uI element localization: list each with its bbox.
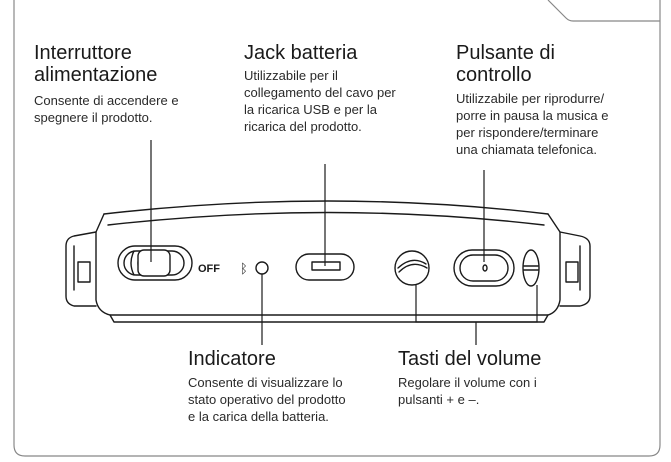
power-switch-slot <box>117 245 193 281</box>
volume-keys-desc: Regolare il volume con i pulsanti + e –. <box>398 375 537 407</box>
bluetooth-icon: ᛒ <box>240 262 248 277</box>
leader-volume <box>415 285 538 323</box>
indicator-desc: Consente di visualizzare lo stato operat… <box>188 375 346 424</box>
control-button-title: Pulsante di controllo <box>456 42 555 86</box>
volume-wheel-left <box>394 250 430 286</box>
power-switch-title: Interruttore alimentazione <box>34 42 158 86</box>
off-label: OFF <box>198 263 220 275</box>
volume-keys-title: Tasti del volume <box>398 348 542 370</box>
control-button-desc: Utilizzabile per riprodurre/ porre in pa… <box>456 91 609 157</box>
power-switch-desc: Consente di accendere e spegnere il prod… <box>34 93 179 125</box>
battery-jack-desc: Utilizzabile per il collegamento del cav… <box>244 68 396 134</box>
indicator-led <box>255 261 269 275</box>
power-switch-knob <box>137 249 171 277</box>
battery-jack-title: Jack batteria <box>244 42 358 64</box>
indicator-title: Indicatore <box>188 348 276 370</box>
volume-wheel-right <box>522 249 540 287</box>
